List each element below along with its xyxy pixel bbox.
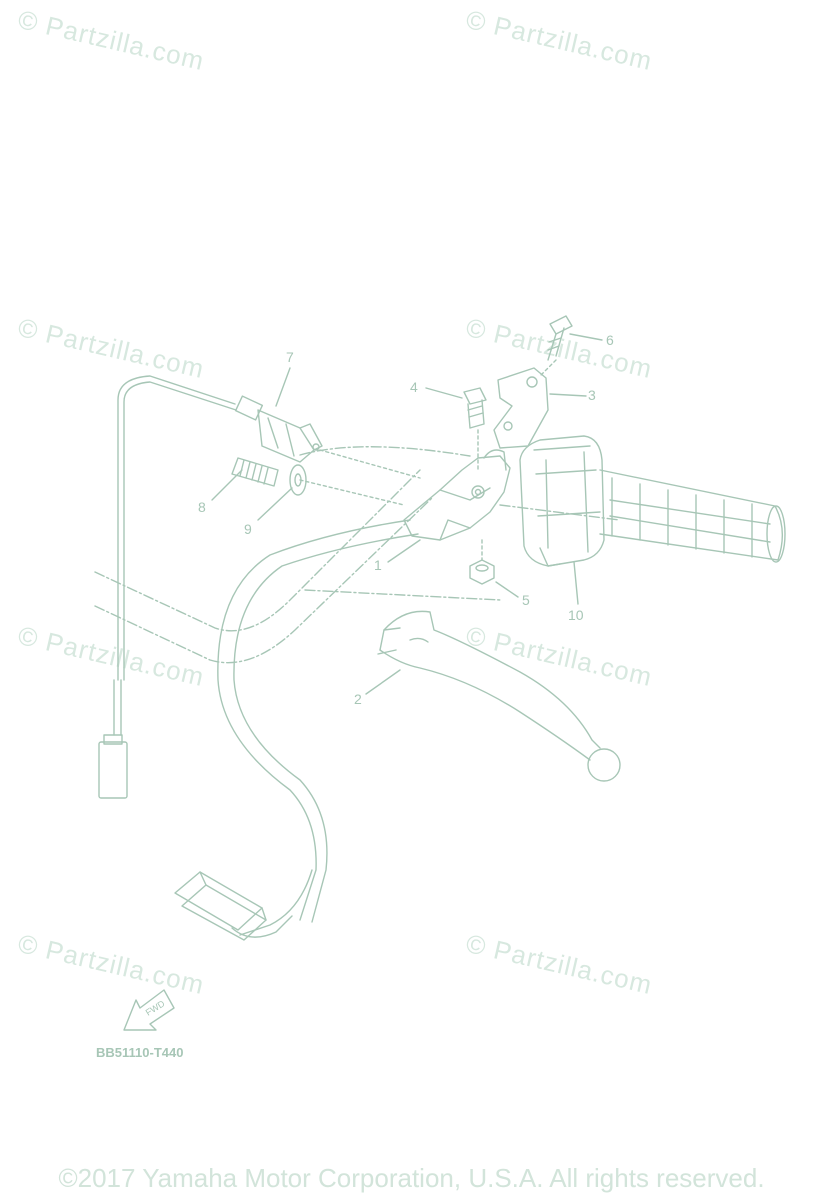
handlebar-outline	[94, 446, 621, 664]
fwd-arrow-icon	[123, 989, 175, 1031]
switch-housing	[519, 435, 605, 567]
cable-loop	[217, 519, 419, 936]
callout-6: 6	[606, 332, 614, 348]
cable-connector	[174, 871, 293, 941]
leader-lines	[211, 333, 603, 695]
grip	[599, 469, 786, 563]
clutch-switch	[234, 395, 323, 463]
callout-10: 10	[568, 607, 584, 623]
bolt-6	[547, 315, 573, 361]
clutch-lever	[377, 610, 621, 782]
switch-connector	[98, 679, 128, 799]
callout-9: 9	[244, 521, 252, 537]
callout-8: 8	[198, 499, 206, 515]
callout-3: 3	[588, 387, 596, 403]
callout-1: 1	[374, 557, 382, 573]
adjuster-bolt	[231, 457, 279, 487]
locknut	[289, 464, 307, 496]
callout-7: 7	[286, 349, 294, 365]
bolt-4	[463, 387, 487, 429]
callout-4: 4	[410, 379, 418, 395]
bracket	[493, 367, 549, 449]
copyright-notice: ©2017 Yamaha Motor Corporation, U.S.A. A…	[58, 1163, 765, 1193]
callout-5: 5	[522, 592, 530, 608]
lever-holder	[403, 449, 511, 541]
nut-5	[469, 559, 495, 585]
switch-wire	[117, 375, 237, 681]
callout-2: 2	[354, 691, 362, 707]
diagram-code: BB51110-T440	[96, 1045, 184, 1060]
